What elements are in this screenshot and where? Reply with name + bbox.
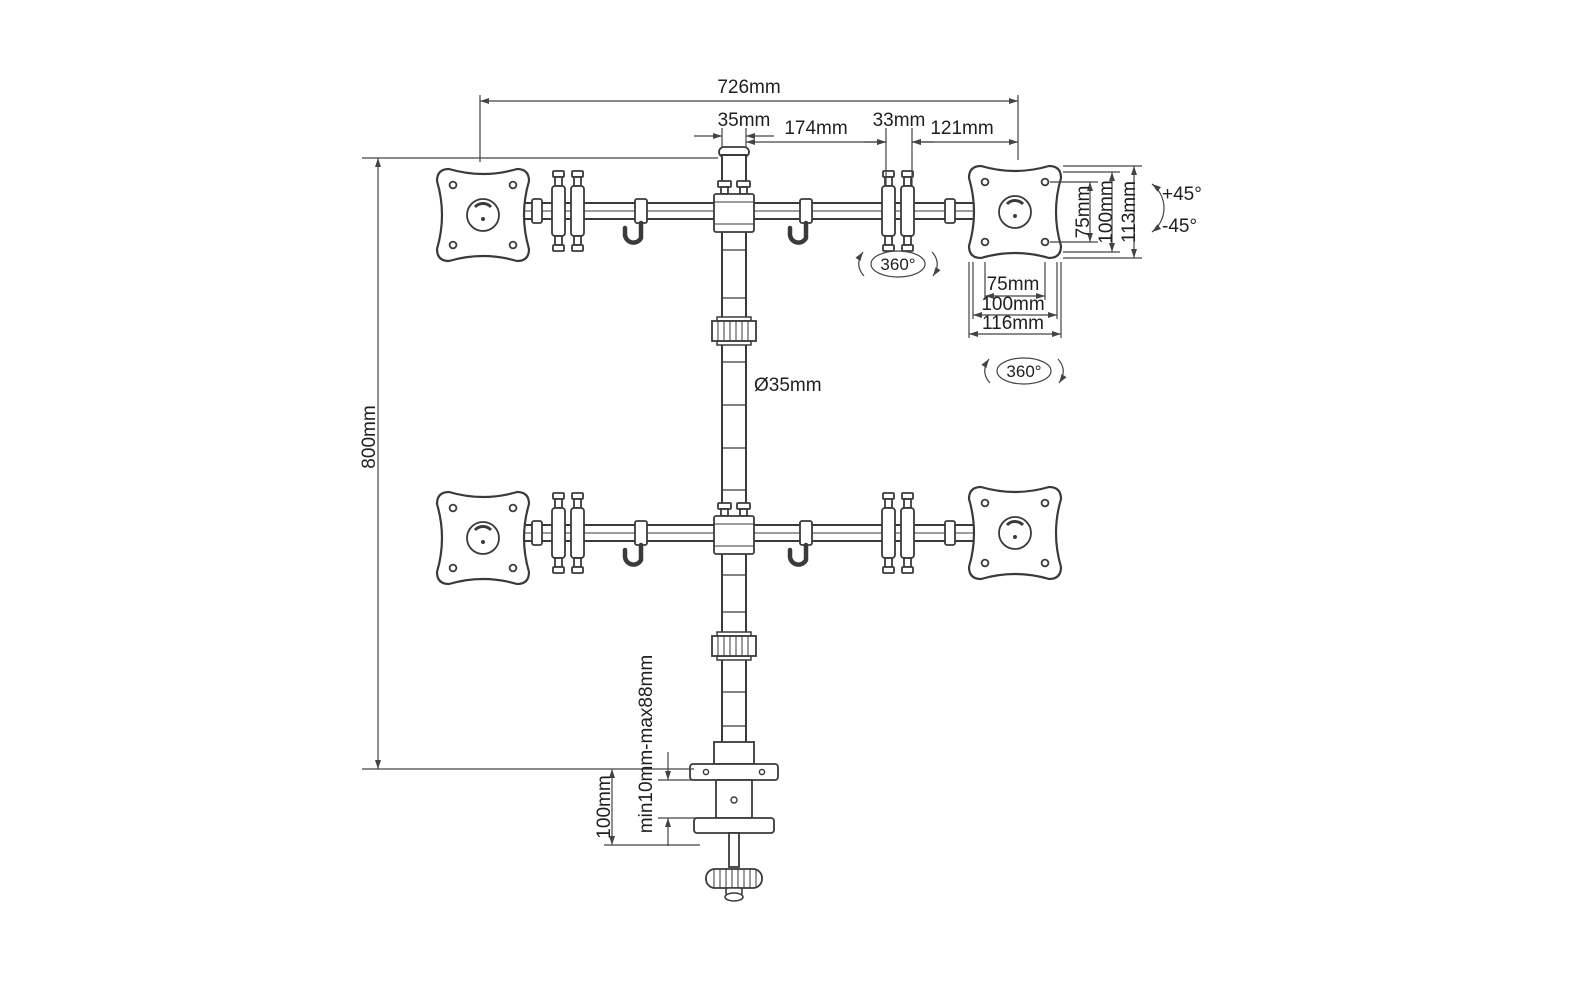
label-800mm: 800mm bbox=[359, 405, 380, 468]
label-113mm-vertical: 113mm bbox=[1119, 181, 1140, 243]
clamp-foot bbox=[693, 817, 775, 834]
vesa-plate-top-left bbox=[435, 167, 531, 263]
clamp-knob-knurl bbox=[713, 869, 757, 888]
label-360-mid: 360° bbox=[1006, 362, 1041, 381]
pole-adjust-ring-upper bbox=[711, 316, 757, 346]
ext-174-33-121 bbox=[885, 128, 913, 186]
rotate-flick-top-right bbox=[931, 251, 941, 277]
label-100mm-below: 100mm bbox=[594, 775, 615, 838]
ext-clamp-range bbox=[658, 779, 718, 819]
desk-clamp bbox=[689, 763, 779, 902]
label-121mm: 121mm bbox=[930, 118, 993, 139]
lower-bar-endcap-right bbox=[944, 520, 956, 546]
rotate-oval-mid bbox=[996, 357, 1052, 385]
label-clamp-range: min10mm-max88mm bbox=[636, 655, 657, 833]
vesa-plate-lower-right bbox=[967, 485, 1063, 581]
label-pole-diameter: Ø35mm bbox=[754, 375, 822, 396]
clamp-body bbox=[715, 779, 753, 819]
clamp-knob-tip bbox=[724, 892, 744, 902]
clamp-screw-shaft bbox=[728, 832, 740, 868]
rotate-flick-mid-left bbox=[981, 358, 991, 384]
pole-tube bbox=[721, 154, 747, 768]
top-bar-endcap-right bbox=[944, 198, 956, 224]
label-360-top: 360° bbox=[880, 255, 915, 274]
label-tilt-up: +45° bbox=[1162, 184, 1202, 205]
label-tilt-down: -45° bbox=[1162, 216, 1197, 237]
tilt-arc bbox=[1151, 183, 1165, 233]
pole-adjust-ring-lower bbox=[711, 631, 757, 661]
center-pole bbox=[718, 146, 750, 768]
label-33mm: 33mm bbox=[873, 110, 926, 131]
dimension-lines bbox=[362, 95, 1165, 846]
ext-800 bbox=[362, 157, 718, 770]
ext-100h bbox=[972, 262, 1058, 319]
vesa-plate-top-right bbox=[967, 164, 1063, 260]
label-100mm-vertical: 100mm bbox=[1096, 180, 1117, 243]
ext-726 bbox=[479, 95, 1019, 162]
label-35mm: 35mm bbox=[718, 110, 771, 131]
ext-113v bbox=[1063, 165, 1142, 259]
label-726mm: 726mm bbox=[717, 77, 780, 98]
rotate-oval-top bbox=[870, 250, 926, 278]
top-crossbar bbox=[435, 164, 1063, 263]
label-116mm-bottom: 116mm bbox=[982, 313, 1044, 334]
rotate-flick-top-left bbox=[855, 251, 865, 277]
label-75mm-vertical: 75mm bbox=[1073, 186, 1094, 239]
ext-35 bbox=[721, 128, 747, 148]
lower-crossbar bbox=[435, 485, 1063, 586]
lower-bar-endcap-left bbox=[531, 520, 543, 546]
label-100mm-bottom: 100mm bbox=[981, 294, 1044, 315]
rotate-flick-mid-right bbox=[1057, 358, 1067, 384]
dimension-labels: 726mm 35mm 174mm 33mm 121mm 75mm 100mm 1… bbox=[359, 77, 1202, 839]
label-174mm: 174mm bbox=[784, 118, 847, 139]
pole-base-collar bbox=[713, 741, 755, 765]
top-bar-endcap-left bbox=[531, 198, 543, 224]
vesa-plate-lower-left bbox=[435, 490, 531, 586]
label-75mm-bottom: 75mm bbox=[987, 274, 1040, 295]
pole-segment-joints bbox=[722, 249, 746, 727]
ext-116h bbox=[968, 262, 1062, 338]
